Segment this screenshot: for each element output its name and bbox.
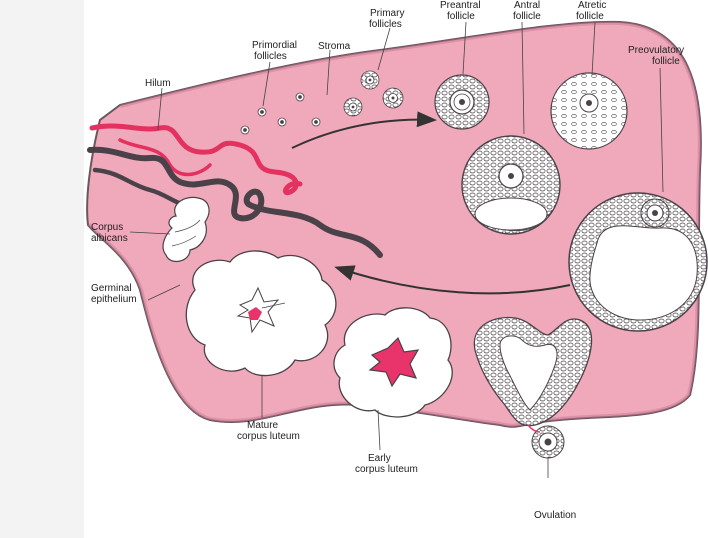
corpus-albicans: [162, 196, 210, 263]
label-primordial-line1: Primordial: [252, 40, 297, 51]
leader-lines: [129, 21, 664, 478]
preantral-follicle: [434, 74, 490, 130]
label-primary-line2: follicles: [369, 19, 402, 30]
primary-follicles: [343, 70, 404, 117]
artery-branch: [118, 138, 212, 177]
arrow-forward: [291, 111, 437, 149]
atretic-follicle: [550, 72, 628, 150]
label-preantral-line2: follicle: [447, 11, 475, 22]
label-atretic-line1: Atretic: [578, 0, 606, 11]
preovulatory-antrum: [589, 225, 698, 321]
page-margin: [0, 0, 84, 538]
preovulatory-follicle: [568, 192, 708, 332]
label-hilum: Hilum: [145, 78, 171, 89]
mature-corpus-luteum: [185, 250, 337, 377]
hilum-vessels: [87, 123, 383, 258]
ruptured-follicle: [473, 316, 593, 427]
label-ovulation: Ovulation: [534, 510, 576, 521]
label-early-line1: Early: [368, 453, 391, 464]
label-preovulatory-line2: follicle: [652, 56, 680, 67]
primary-follicle: [360, 70, 380, 90]
vein: [87, 146, 383, 258]
label-preantral-line1: Preantral: [440, 0, 481, 11]
primary-follicle: [343, 97, 363, 117]
label-germinal-line1: Germinal: [91, 283, 132, 294]
label-atretic-line2: follicle: [576, 11, 604, 22]
labels: Hilum Primordial follicles Stroma Primar…: [91, 0, 684, 521]
germinal-epithelium-layer: [87, 21, 701, 427]
label-antral-line2: follicle: [513, 11, 541, 22]
primordial-follicle: [277, 117, 287, 127]
process-arrows: [291, 111, 571, 295]
released-ovum: [527, 424, 565, 459]
antral-follicle: [461, 135, 561, 235]
label-antral-line1: Antral: [514, 0, 540, 11]
label-early-line2: corpus luteum: [355, 464, 418, 475]
label-primary-line1: Primary: [370, 8, 404, 19]
primordial-follicle: [240, 125, 250, 135]
artery: [89, 123, 303, 196]
label-albicans-line2: albicans: [91, 233, 128, 244]
label-primordial-line2: follicles: [254, 51, 287, 62]
primordial-follicle: [311, 117, 321, 127]
label-preovulatory-line1: Preovulatory: [628, 45, 684, 56]
arrow-return: [334, 265, 571, 295]
label-germinal-line2: epithelium: [91, 294, 137, 305]
primordial-follicles: [240, 92, 321, 135]
early-corpus-luteum: [333, 307, 453, 418]
label-mature-line2: corpus luteum: [237, 431, 300, 442]
primordial-follicle: [295, 92, 305, 102]
primordial-follicle: [257, 107, 267, 117]
label-albicans-line1: Corpus: [91, 222, 123, 233]
primary-follicle: [382, 87, 404, 109]
label-stroma: Stroma: [318, 41, 351, 52]
label-mature-line1: Mature: [247, 420, 279, 431]
